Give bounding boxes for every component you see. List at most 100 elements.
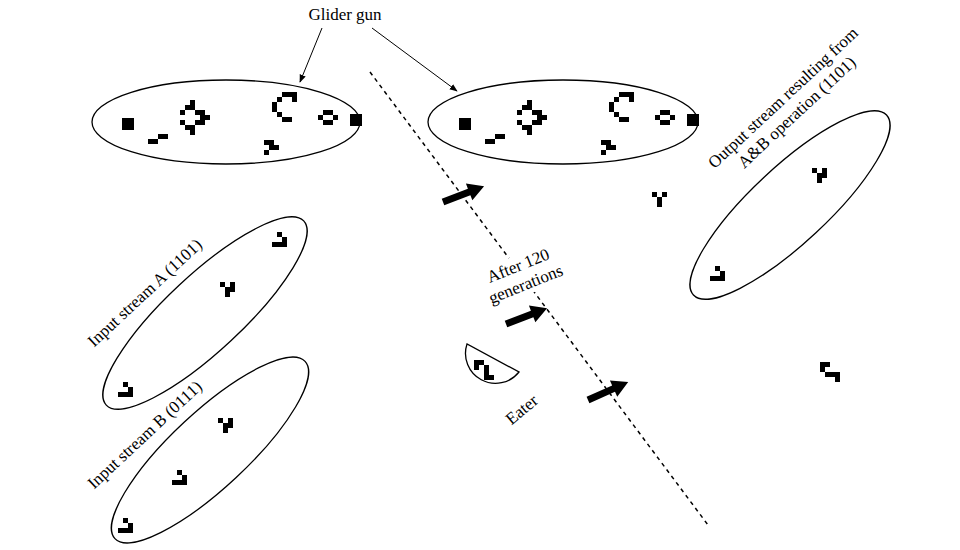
live-cell [128, 523, 133, 528]
live-cell [272, 102, 277, 107]
live-cell [282, 117, 287, 122]
live-cell [228, 423, 233, 428]
live-cell [822, 168, 827, 173]
live-cell [822, 173, 827, 178]
live-cell [527, 100, 532, 105]
live-cell [542, 115, 547, 120]
live-cell [123, 528, 128, 533]
live-cell [459, 118, 465, 124]
live-cell [190, 100, 195, 105]
live-cell [532, 120, 537, 125]
flow-arrow [503, 300, 551, 333]
live-cell [277, 232, 282, 237]
stream-node: Input stream B (0111) [60, 340, 330, 550]
live-cell [180, 120, 185, 125]
live-cell [820, 367, 825, 372]
gun-outline [92, 80, 360, 164]
gun-outline [428, 80, 698, 164]
live-cell [195, 110, 200, 115]
live-cell [614, 112, 619, 117]
live-cell [122, 124, 128, 130]
live-cell [225, 287, 230, 292]
live-cell [323, 120, 328, 125]
live-cell [720, 276, 725, 281]
live-cell [500, 134, 505, 139]
live-cell [820, 362, 825, 367]
live-cell [123, 518, 128, 523]
live-cell [123, 382, 128, 387]
live-cell [282, 92, 287, 97]
live-cell [665, 110, 670, 115]
live-cell [163, 134, 168, 139]
live-cell [182, 480, 187, 485]
live-cell [835, 372, 840, 377]
live-cell [522, 125, 527, 130]
live-cell [128, 528, 133, 533]
live-cell [657, 197, 662, 202]
live-cell [190, 130, 195, 135]
live-cell [128, 118, 134, 124]
eater-outline [466, 344, 519, 383]
live-cell [177, 470, 182, 475]
live-cell [484, 365, 489, 370]
live-cell [619, 92, 624, 97]
live-cell [624, 117, 629, 122]
live-cell [665, 120, 670, 125]
live-cell [720, 271, 725, 276]
node-label: Input stream B (0111) [84, 377, 207, 493]
live-cell [537, 120, 542, 125]
live-cell [128, 124, 134, 130]
live-cell [687, 120, 693, 126]
live-cell [715, 276, 720, 281]
live-cell [812, 168, 817, 173]
live-cell [629, 97, 634, 102]
live-cell [172, 480, 177, 485]
generation-note: After 120 generations [465, 236, 579, 314]
live-cell [606, 140, 611, 145]
live-cell [223, 428, 228, 433]
live-cell [274, 145, 279, 150]
live-cell [527, 105, 532, 110]
live-cell [177, 480, 182, 485]
live-cell [185, 105, 190, 110]
live-cell [277, 97, 282, 102]
leader-line [372, 28, 457, 91]
live-cell [609, 107, 614, 112]
live-cell [537, 110, 542, 115]
live-cell [670, 115, 675, 120]
live-cell [484, 375, 489, 380]
live-cell [269, 145, 274, 150]
live-cell [619, 117, 624, 122]
live-cell [830, 372, 835, 377]
live-cell [687, 114, 693, 120]
live-cell [490, 139, 495, 144]
live-cell [465, 118, 471, 124]
stream-node: Output stream resulting from A&B operati… [650, 0, 950, 310]
live-cell [190, 125, 195, 130]
live-cell [328, 120, 333, 125]
flow-arrow [584, 374, 632, 408]
live-cell [624, 92, 629, 97]
live-cell [277, 112, 282, 117]
live-cell [272, 242, 277, 247]
live-cell [190, 105, 195, 110]
live-cell [835, 377, 840, 382]
live-cell [517, 120, 522, 125]
live-cell [223, 423, 228, 428]
live-cell [693, 120, 699, 126]
live-cell [148, 139, 153, 144]
stream-node: Eater [440, 325, 540, 400]
node-label: Input stream A (1101) [84, 235, 206, 351]
live-cell [128, 387, 133, 392]
live-cell [655, 115, 660, 120]
live-cell [350, 114, 356, 120]
node-label: Eater [502, 391, 542, 429]
live-cell [489, 375, 494, 380]
live-cell [652, 192, 657, 197]
live-cell [287, 117, 292, 122]
live-cell [485, 139, 490, 144]
live-cell [328, 110, 333, 115]
live-cell [272, 107, 277, 112]
divider-line [370, 72, 708, 525]
